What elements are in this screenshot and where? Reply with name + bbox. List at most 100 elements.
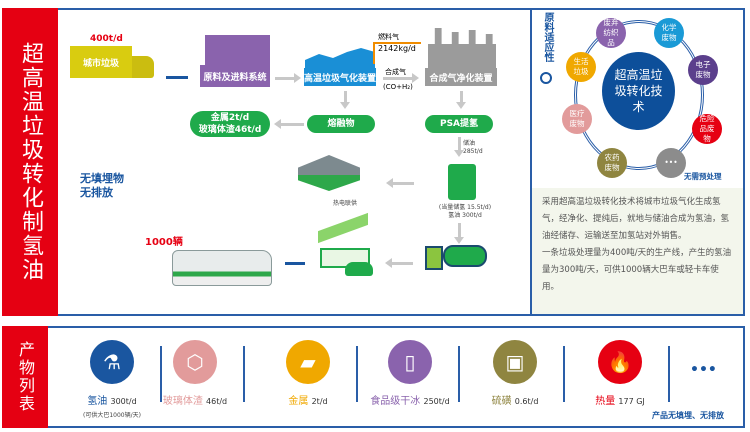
- product-label: 金属 2t/d: [263, 392, 353, 407]
- divider: [563, 346, 565, 402]
- product-name: 氢油: [87, 396, 108, 407]
- oil-store-label: 储油: [463, 140, 476, 147]
- products-box: [48, 326, 745, 428]
- page-title: 超高温垃圾转化制氢油: [2, 8, 58, 316]
- adaptability-panel: [530, 8, 745, 316]
- melt-output: 熔融物: [307, 115, 375, 133]
- arrow: [454, 223, 464, 244]
- no-pretreat: 无需预处理: [684, 172, 722, 181]
- product-item: ▯ 食品级干冰 250t/d: [365, 340, 455, 407]
- ring: [574, 20, 704, 170]
- product-label: 食品级干冰 250t/d: [365, 392, 455, 407]
- product-value: 2t/d: [311, 397, 328, 406]
- syngas-label: 合成气: [385, 68, 406, 76]
- arrow-blue: [166, 76, 188, 79]
- product-name: 热量: [595, 396, 616, 407]
- metals-glass-output: 金属2t/d 玻璃体渣46t/d: [190, 111, 270, 137]
- product-icon: ⬡: [173, 340, 217, 384]
- feedstock-item: 农药废物: [597, 148, 627, 178]
- h2-oil-rate: 氢油 300t/d: [448, 212, 482, 219]
- product-icon: ▣: [493, 340, 537, 384]
- feedstock-item: 危险品废物: [692, 114, 722, 144]
- arrow: [454, 137, 464, 157]
- adapt-label: 原料适应性: [542, 12, 553, 62]
- product-label: 玻璃体渣 46t/d: [150, 392, 240, 407]
- description-text: 采用超高温垃圾转化技术将城市垃圾气化生成氢气，经净化、提纯后，就地与储油合成为氢…: [542, 197, 732, 292]
- fuel-pump-icon: [448, 164, 476, 200]
- truck-rate: 400t/d: [90, 34, 123, 44]
- product-name: 食品级干冰: [370, 396, 421, 407]
- truck-circle-icon: [540, 72, 552, 84]
- products-title: 产物列表: [2, 326, 48, 428]
- divider: [668, 346, 670, 402]
- product-name: 硫磺: [491, 396, 512, 407]
- product-item: 🔥 热量 177 GJ: [575, 340, 665, 407]
- gasifier: 高温垃圾气化装置: [304, 68, 376, 86]
- tanker-cab-icon: [425, 246, 443, 270]
- more-products: •••: [690, 362, 717, 378]
- feedstock-item: 医疗废物: [562, 104, 592, 134]
- product-icon: ⚗: [90, 340, 134, 384]
- feedstock-item: 电子废物: [688, 55, 718, 85]
- no-landfill: 无填埋物: [80, 172, 124, 185]
- metals-glass-label: 金属2t/d 玻璃体渣46t/d: [198, 113, 262, 135]
- divider: [458, 346, 460, 402]
- arrow: [383, 73, 419, 83]
- fuel-gas-label: 燃料气: [378, 33, 399, 41]
- product-label: 热量 177 GJ: [575, 392, 665, 407]
- divider: [243, 346, 245, 402]
- truck-cab-icon: [132, 56, 154, 78]
- arrow: [385, 258, 413, 268]
- products-footer: 产品无填埋、无排放: [652, 411, 724, 420]
- product-icon: ▰: [286, 340, 330, 384]
- fuel-gas-rate: 2142kg/d: [378, 44, 416, 53]
- car-icon: [345, 262, 373, 276]
- feedstock-item: 化学废物: [654, 18, 684, 48]
- feedstock-item: 生活垃圾: [566, 52, 596, 82]
- product-value: 250t/d: [423, 397, 450, 406]
- process-diagram: [58, 8, 745, 316]
- bus-icon: [172, 250, 272, 286]
- product-value: 177 GJ: [618, 397, 645, 406]
- product-item: ⬡ 玻璃体渣 46t/d: [150, 340, 240, 407]
- product-value: 46t/d: [206, 397, 228, 406]
- arrow: [274, 119, 304, 129]
- product-item: ▣ 硫磺 0.6t/d: [470, 340, 560, 407]
- feed-system: 原料及进料系统: [200, 65, 270, 87]
- fuel-gas-line-h: [373, 42, 421, 44]
- arrow: [456, 91, 466, 109]
- product-name: 玻璃体渣: [162, 396, 203, 407]
- psa-hydrogen: PSA提氢: [425, 115, 493, 133]
- description: 采用超高温垃圾转化技术将城市垃圾气化生成氢气，经净化、提纯后，就地与储油合成为氢…: [532, 188, 743, 314]
- chp-label: 热电联供: [333, 200, 358, 207]
- no-emission: 无排放: [80, 186, 113, 199]
- feed-building-icon: [205, 35, 270, 65]
- arrow: [340, 91, 350, 109]
- syngas-purifier: 合成气净化装置: [425, 68, 497, 86]
- garbage-truck: 城市垃圾: [70, 46, 132, 78]
- center-technology: 超高温垃圾转化技术: [602, 52, 675, 130]
- product-item: ⚗ 氢油 300t/d (可供大巴1000辆/天): [67, 340, 157, 419]
- product-value: 300t/d: [110, 397, 137, 406]
- arrow: [275, 73, 301, 83]
- product-icon: ▯: [388, 340, 432, 384]
- arrow-blue: [285, 262, 305, 265]
- tanker-truck-icon: [443, 245, 487, 267]
- h2-equiv: (当量储氢 15.5t/d): [438, 204, 492, 211]
- product-value: 0.6t/d: [514, 397, 539, 406]
- product-item: ▰ 金属 2t/d: [263, 340, 353, 407]
- truck-label: 城市垃圾: [82, 58, 119, 69]
- bus-count: 1000辆: [145, 237, 183, 248]
- product-label: 硫磺 0.6t/d: [470, 392, 560, 407]
- feedstock-item: •••: [656, 148, 686, 178]
- product-name: 金属: [288, 396, 309, 407]
- arrow: [386, 178, 414, 188]
- divider: [356, 346, 358, 402]
- product-label: 氢油 300t/d: [67, 392, 157, 407]
- oil-store-rate: 285t/d: [463, 148, 483, 155]
- feedstock-item: 废弃纺织品: [596, 18, 626, 48]
- syngas-formula: (CO+H₂): [383, 83, 413, 91]
- product-icon: 🔥: [598, 340, 642, 384]
- divider: [160, 346, 162, 402]
- product-note: (可供大巴1000辆/天): [83, 412, 141, 419]
